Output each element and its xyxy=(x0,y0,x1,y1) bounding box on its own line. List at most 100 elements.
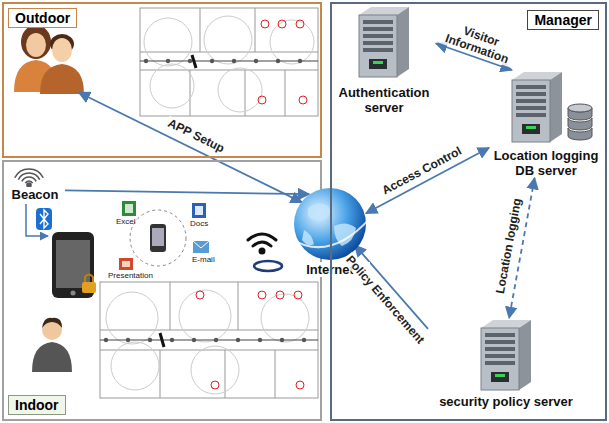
server-icon xyxy=(332,5,436,85)
beacon-dots xyxy=(104,338,306,342)
server-icon xyxy=(516,85,546,89)
floor-plan xyxy=(160,350,161,398)
panel-heading: Outdoor xyxy=(8,8,77,28)
server-icon xyxy=(373,61,383,64)
beacon-dots xyxy=(302,338,306,342)
floor-plan xyxy=(294,291,302,299)
document-circle xyxy=(192,203,206,218)
people-icon xyxy=(21,25,51,59)
floor-plan xyxy=(299,96,307,104)
outdoor-panel: Outdoor xyxy=(2,2,322,158)
floor-plan xyxy=(200,8,201,52)
floor-plan xyxy=(144,16,314,112)
beacon-dots xyxy=(104,338,108,342)
server-icon xyxy=(481,320,531,390)
server-icon xyxy=(516,92,546,96)
edge-label: Location logging xyxy=(494,195,525,296)
floor-plan xyxy=(140,8,318,116)
floor-plan xyxy=(150,64,194,108)
server-icon xyxy=(363,27,393,31)
person-icon xyxy=(42,318,62,328)
db-icon xyxy=(489,70,603,148)
floor-plan xyxy=(196,291,204,299)
server-icon xyxy=(512,80,550,142)
database-icon xyxy=(568,104,592,140)
beacon-dots xyxy=(280,338,284,342)
phone-icon xyxy=(52,232,96,298)
floor-plan xyxy=(106,292,158,344)
database-icon xyxy=(568,128,592,140)
bluetooth-icon xyxy=(36,208,52,230)
server-icon xyxy=(363,48,393,52)
connector xyxy=(366,148,489,214)
beacon-dots xyxy=(166,59,170,63)
beacon-dots xyxy=(276,59,280,63)
document-circle xyxy=(193,241,209,248)
floor-plan xyxy=(276,291,284,299)
server-icon xyxy=(485,333,515,337)
edge-label: Access Control xyxy=(379,143,466,198)
beacon-dots xyxy=(144,59,302,63)
floor-plan xyxy=(218,68,262,112)
server-icon xyxy=(485,340,515,344)
database-icon xyxy=(568,104,592,112)
file-label: Presentation xyxy=(108,271,153,280)
beacon-waves xyxy=(22,177,36,181)
floor-plan xyxy=(258,96,266,104)
floor-plan xyxy=(106,290,309,394)
server-icon xyxy=(428,318,584,394)
floor-plan xyxy=(100,282,318,398)
indoor-panel: Indoor Beacon xyxy=(2,160,322,421)
floor-plan xyxy=(238,282,239,330)
floor-plan xyxy=(111,342,159,390)
floor-plan xyxy=(261,20,269,28)
floor-plan xyxy=(278,20,286,28)
server-icon xyxy=(359,7,409,77)
server-icon xyxy=(491,372,509,382)
server-icon xyxy=(363,20,393,24)
floor-plan xyxy=(100,282,318,398)
bluetooth-icon xyxy=(36,208,52,230)
server-icon xyxy=(359,15,397,77)
beacon-node: Beacon xyxy=(5,163,65,202)
floor-plan xyxy=(225,350,226,398)
file-label: Docs xyxy=(190,219,208,228)
node-label: Beacon xyxy=(5,187,65,202)
floor-plan xyxy=(196,291,304,389)
panel-heading: Indoor xyxy=(8,395,66,415)
document-circle xyxy=(195,206,203,215)
floor-plan xyxy=(261,294,309,342)
server-icon xyxy=(369,59,387,69)
edge-label: Policy Enforcement xyxy=(342,252,428,348)
floor-plan xyxy=(255,8,256,52)
floor-plan xyxy=(160,333,164,347)
floor-plan xyxy=(191,346,239,394)
panel-heading: Manager xyxy=(527,10,599,30)
beacon-waves xyxy=(15,169,44,178)
floor-plan xyxy=(190,70,191,116)
server-node: security policy server xyxy=(428,318,584,409)
beacon-dots xyxy=(170,338,174,342)
document-circle xyxy=(119,258,133,270)
manager-panel: ManagerAuthentication serverLocation log… xyxy=(330,2,607,421)
floor-plan xyxy=(211,381,219,389)
connector xyxy=(65,190,309,194)
server-icon xyxy=(485,347,515,351)
beacon-dots xyxy=(258,338,262,342)
phone-icon xyxy=(82,282,96,293)
file-label: E-mail xyxy=(192,255,215,264)
beacon-dots xyxy=(126,338,130,342)
beacon-dots xyxy=(144,59,148,63)
people-icon xyxy=(52,38,72,62)
wifi-icon xyxy=(248,234,282,271)
floor-plan xyxy=(100,350,318,351)
connector xyxy=(79,92,302,202)
server-icon xyxy=(485,361,515,365)
server-icon xyxy=(495,374,505,377)
document-circle xyxy=(150,224,166,252)
server-icon xyxy=(512,72,562,142)
node-label: security policy server xyxy=(428,394,584,409)
node-label: Location logging DB server xyxy=(489,148,603,178)
floor-plan xyxy=(296,381,304,389)
